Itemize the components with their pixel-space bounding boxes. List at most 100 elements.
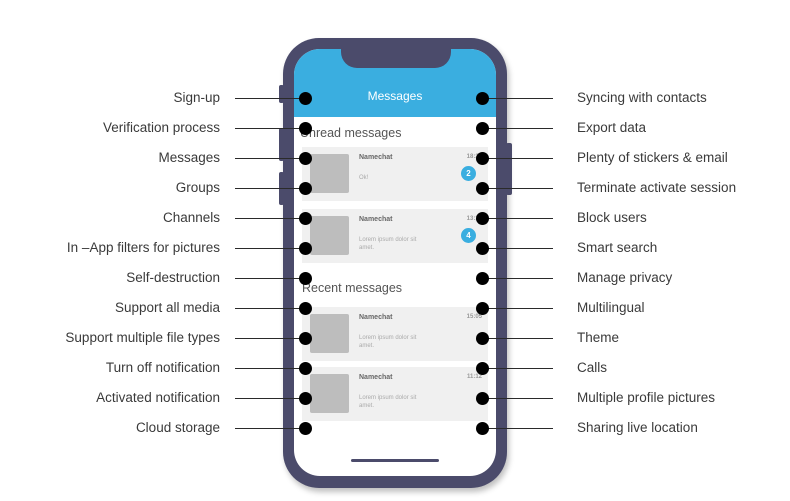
chat-preview: Ok! [359, 175, 369, 181]
feature-label-right: Calls [577, 360, 608, 375]
chat-item[interactable]: Namechat 15:05 Lorem ipsum dolor sit ame… [302, 307, 488, 361]
connector-dot-right [476, 272, 489, 285]
connector-line-right [483, 218, 553, 219]
connector-line-right [483, 248, 553, 249]
feature-label-right: Terminate activate session [577, 180, 737, 195]
connector-dot-right [476, 182, 489, 195]
feature-label-right: Sharing live location [577, 420, 698, 435]
feature-label-right: Export data [577, 120, 647, 135]
chat-name: Namechat [359, 154, 393, 161]
connector-line-right [483, 128, 553, 129]
connector-line-right [483, 338, 553, 339]
feature-label-left: Self-destruction [126, 270, 220, 285]
chat-preview: Lorem ipsum dolor sit amet. [359, 335, 417, 349]
connector-dot-left [299, 272, 312, 285]
connector-dot-left [299, 182, 312, 195]
chat-time: 15:05 [466, 314, 482, 320]
connector-line-right [483, 308, 553, 309]
connector-line-left [235, 98, 306, 99]
feature-label-left: In –App filters for pictures [66, 240, 220, 255]
connector-line-left [235, 368, 306, 369]
feature-label-right: Theme [577, 330, 620, 345]
chat-time: 13:12 [466, 216, 482, 222]
connector-line-left [235, 128, 306, 129]
feature-label-left: Support multiple file types [65, 330, 220, 345]
app-header-title: Messages [367, 89, 423, 103]
connector-dot-left [299, 422, 312, 435]
connector-line-left [235, 188, 306, 189]
connector-line-right [483, 278, 553, 279]
connector-line-left [235, 218, 306, 219]
connector-line-left [235, 248, 306, 249]
chat-preview: Lorem ipsum dolor sit amet. [359, 395, 417, 409]
connector-line-right [483, 158, 553, 159]
feature-label-right: Plenty of stickers & email [577, 150, 728, 165]
chat-item[interactable]: Namechat 11:12 Lorem ipsum dolor sit ame… [302, 367, 488, 421]
recent-section-title: Recent messages [302, 281, 403, 295]
connector-line-right [483, 98, 553, 99]
chat-preview: Lorem ipsum dolor sit amet. [359, 237, 417, 251]
feature-label-left: Messages [158, 150, 220, 165]
phone-screen: Messages Unread messages Namechat 18:25 … [294, 49, 496, 476]
feature-label-left: Sign-up [173, 90, 220, 105]
connector-dot-left [299, 152, 312, 165]
connector-line-left [235, 278, 306, 279]
feature-label-right: Manage privacy [577, 270, 673, 285]
connector-line-right [483, 428, 553, 429]
avatar [310, 374, 349, 413]
connector-dot-right [476, 212, 489, 225]
unread-badge: 2 [461, 166, 476, 181]
connector-dot-left [299, 92, 312, 105]
chat-name: Namechat [359, 216, 393, 223]
feature-label-left: Turn off notification [105, 360, 220, 375]
feature-label-left: Cloud storage [135, 420, 220, 435]
connector-line-right [483, 188, 553, 189]
connector-dot-right [476, 422, 489, 435]
connector-line-right [483, 398, 553, 399]
feature-label-left: Groups [175, 180, 220, 195]
unread-badge: 4 [461, 228, 476, 243]
connector-dot-right [476, 392, 489, 405]
connector-dot-left [299, 212, 312, 225]
chat-time: 11:12 [466, 374, 482, 380]
avatar [310, 314, 349, 353]
feature-label-right: Block users [577, 210, 647, 225]
connector-dot-right [476, 362, 489, 375]
feature-label-left: Support all media [114, 300, 220, 315]
connector-line-right [483, 368, 553, 369]
unread-section-title: Unread messages [300, 126, 402, 140]
connector-dot-right [476, 332, 489, 345]
phone-power-button [506, 143, 512, 195]
feature-label-left: Activated notification [96, 390, 220, 405]
feature-label-right: Smart search [577, 240, 658, 255]
connector-line-left [235, 158, 306, 159]
chat-name: Namechat [359, 314, 393, 321]
connector-line-left [235, 398, 306, 399]
chat-item[interactable]: Namechat 13:12 Lorem ipsum dolor sit ame… [302, 209, 488, 263]
phone-volume-up-button [279, 128, 284, 161]
connector-dot-left [299, 302, 312, 315]
connector-dot-right [476, 302, 489, 315]
phone-notch [341, 45, 451, 68]
connector-line-left [235, 338, 306, 339]
connector-dot-right [476, 122, 489, 135]
connector-dot-left [299, 332, 312, 345]
connector-dot-left [299, 242, 312, 255]
chat-item[interactable]: Namechat 18:25 Ok! 2 [302, 147, 488, 201]
chat-name: Namechat [359, 374, 393, 381]
feature-label-right: Multiple profile pictures [577, 390, 716, 405]
feature-label-left: Verification process [102, 120, 220, 135]
avatar [310, 154, 349, 193]
feature-label-right: Syncing with contacts [577, 90, 707, 105]
avatar [310, 216, 349, 255]
connector-line-left [235, 308, 306, 309]
connector-dot-right [476, 152, 489, 165]
feature-label-left: Channels [162, 210, 220, 225]
chat-time: 18:25 [466, 154, 482, 160]
connector-line-left [235, 428, 306, 429]
connector-dot-right [476, 92, 489, 105]
connector-dot-left [299, 122, 312, 135]
connector-dot-right [476, 242, 489, 255]
phone-side-button [279, 85, 284, 103]
feature-label-right: Multilingual [577, 300, 645, 315]
